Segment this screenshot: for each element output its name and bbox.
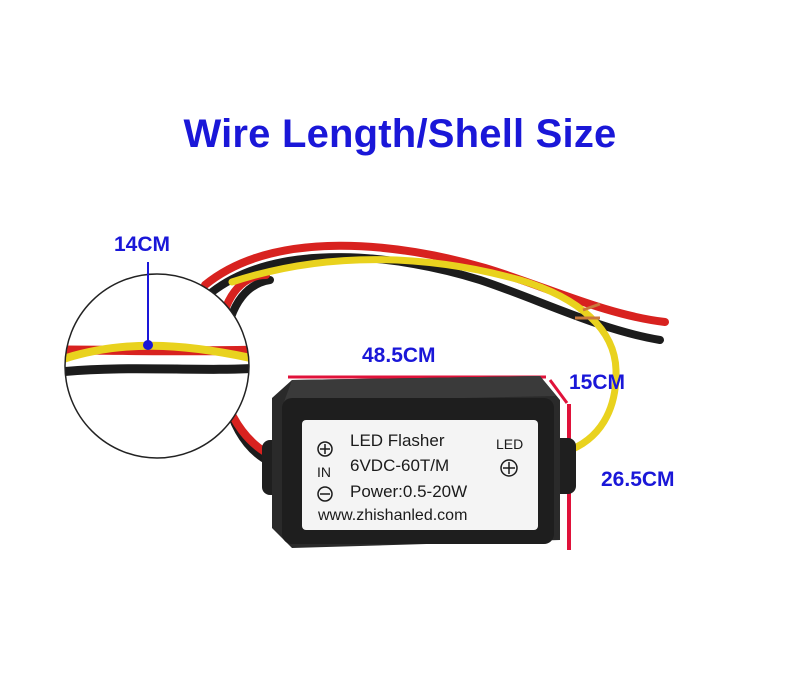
input-marking: IN xyxy=(317,464,331,480)
page-title: Wire Length/Shell Size xyxy=(183,112,617,156)
width-dimension: 26.5CM xyxy=(601,468,675,491)
output-marking: LED xyxy=(496,436,523,452)
length-dimension: 48.5CM xyxy=(362,344,436,367)
upper-wires xyxy=(201,241,669,456)
device-power: Power:0.5-20W xyxy=(350,482,467,501)
device-website: www.zhishanled.com xyxy=(317,507,467,524)
height-dimension: 15CM xyxy=(569,371,626,394)
wire-detail-dimension: 14CM xyxy=(114,233,171,256)
magnifier-circle xyxy=(64,262,250,459)
device-voltage: 6VDC-60T/M xyxy=(350,456,449,475)
device-name: LED Flasher xyxy=(350,431,445,450)
flasher-housing: LED Flasher 6VDC-60T/M Power:0.5-20W www… xyxy=(262,376,576,548)
